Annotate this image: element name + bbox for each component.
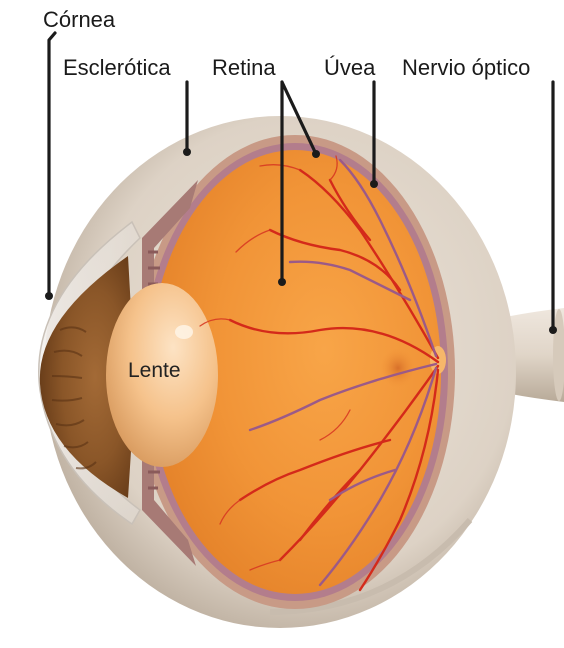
label-esclerotica: Esclerótica: [63, 57, 171, 79]
label-cornea: Córnea: [43, 9, 115, 31]
label-lente: Lente: [128, 360, 181, 381]
cornea-leader: [49, 33, 55, 296]
label-retina: Retina: [212, 57, 276, 79]
label-nervio-optico: Nervio óptico: [402, 57, 530, 79]
macula: [380, 348, 416, 388]
lens-highlight: [175, 325, 193, 339]
label-uvea: Úvea: [324, 57, 375, 79]
